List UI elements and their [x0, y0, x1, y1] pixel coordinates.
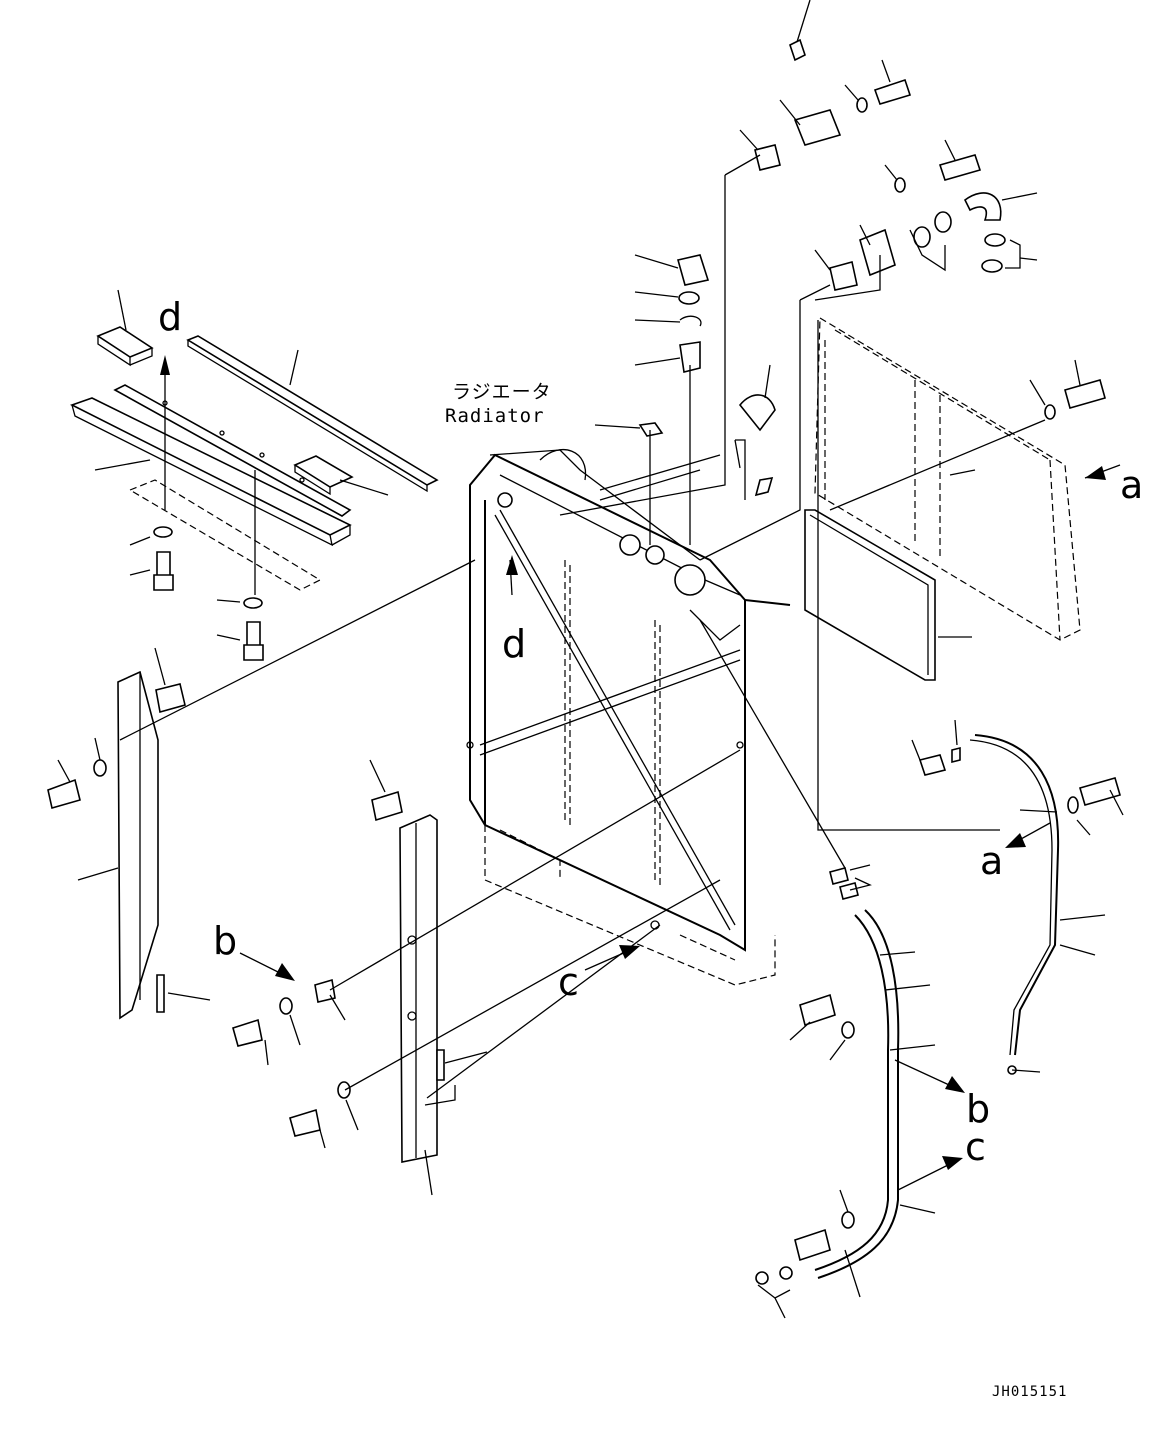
top-cover-fasteners [153, 526, 264, 661]
radiator-title-japanese: ラジエータ [452, 381, 552, 403]
left-side-plate [47, 670, 186, 1020]
reference-letter-d-center: d [502, 622, 527, 666]
reference-letter-a-lower: a [980, 839, 1004, 883]
right-frame [804, 316, 1081, 681]
reference-arrows [239, 464, 1121, 1191]
drawing-code: JH015151 [992, 1384, 1068, 1400]
upper-right-fittings [638, 38, 1106, 497]
top-cover-assembly [69, 326, 439, 595]
radiator-core [466, 449, 791, 986]
right-hoses [755, 734, 1121, 1285]
reference-letter-b-left: b [213, 919, 238, 963]
reference-letter-c-left: c [558, 960, 579, 1004]
leader-lines [57, 0, 1124, 1319]
reference-letter-a-right: a [1120, 463, 1144, 507]
center-side-plate [232, 790, 445, 1163]
reference-letter-d-upper: d [158, 295, 183, 339]
reference-letter-c-right: c [965, 1125, 986, 1169]
radiator-title-english: Radiator [445, 405, 545, 427]
reference-letter-b-right: b [966, 1087, 991, 1131]
